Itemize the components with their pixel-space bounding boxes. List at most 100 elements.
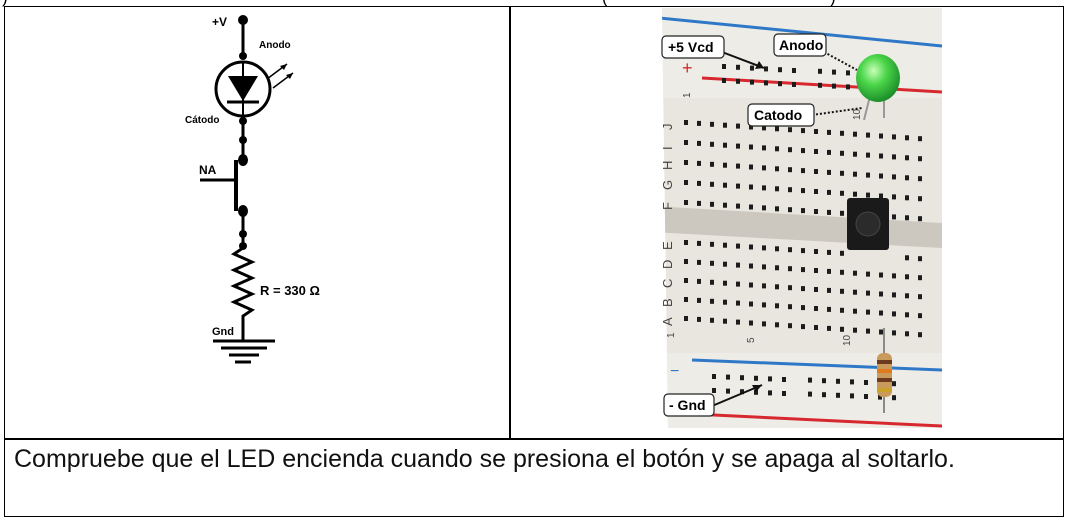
breadboard-hole — [749, 301, 753, 307]
breadboard-hole — [892, 134, 896, 140]
breadboard-hole — [801, 128, 805, 134]
breadboard-hole — [723, 242, 727, 248]
breadboard-hole — [754, 375, 758, 381]
breadboard-hole — [905, 155, 909, 161]
breadboard-hole — [905, 195, 909, 201]
breadboard-hole — [879, 193, 883, 199]
breadboard-hole — [697, 200, 701, 206]
breadboard-hole — [918, 216, 922, 222]
breadboard-hole — [736, 281, 740, 287]
breadboard-hole — [801, 286, 805, 292]
breadboard-hole — [814, 325, 818, 330]
green-led — [856, 54, 900, 102]
breadboard-hole — [853, 289, 857, 295]
breadboard-hole — [710, 141, 714, 147]
breadboard-hole — [788, 147, 792, 153]
breadboard-hole — [684, 200, 688, 205]
supply-callout: +5 Vcd — [668, 39, 714, 55]
breadboard-hole — [710, 279, 714, 285]
breadboard-hole — [788, 323, 792, 329]
breadboard-hole — [762, 145, 766, 151]
breadboard-hole — [879, 310, 883, 316]
breadboard-hole — [905, 255, 909, 261]
breadboard-hole — [846, 84, 850, 90]
breadboard-hole — [892, 292, 896, 298]
breadboard-hole — [736, 203, 740, 209]
breadboard-hole — [778, 81, 782, 87]
breadboard-hole — [846, 70, 850, 76]
supply-label: +V — [212, 15, 227, 29]
breadboard-hole — [710, 298, 714, 304]
breadboard-hole — [918, 256, 922, 262]
breadboard-hole — [818, 68, 822, 74]
cathode-label: Cátodo — [185, 115, 219, 126]
breadboard-hole — [814, 287, 818, 292]
breadboard-hole — [775, 322, 779, 328]
breadboard-hole — [723, 142, 727, 148]
breadboard-hole — [814, 249, 818, 254]
breadboard-hole — [801, 248, 805, 254]
column-number: 1 — [682, 92, 693, 98]
breadboard-hole — [918, 313, 922, 319]
breadboard-hole — [749, 204, 753, 210]
breadboard-hole — [697, 316, 701, 322]
breadboard-hole — [905, 175, 909, 181]
breadboard-hole — [879, 133, 883, 139]
breadboard-hole — [788, 167, 792, 173]
breadboard-hole — [764, 80, 768, 86]
breadboard-hole — [892, 381, 896, 387]
breadboard-hole — [723, 299, 727, 305]
breadboard-hole — [736, 64, 740, 70]
breadboard-hole — [684, 120, 688, 125]
row-letter: G — [660, 180, 675, 190]
breadboard-hole — [684, 240, 688, 245]
breadboard-hole — [822, 392, 826, 398]
breadboard-hole — [840, 250, 844, 256]
table-row-divider — [4, 438, 1064, 440]
breadboard-hole — [892, 194, 896, 200]
instruction-caption: Compruebe que el LED encienda cuando se … — [14, 445, 955, 473]
breadboard-hole — [710, 241, 714, 247]
breadboard-hole — [879, 272, 883, 278]
breadboard-hole — [723, 202, 727, 208]
row-letter: D — [660, 260, 675, 269]
breadboard-hole — [853, 327, 857, 333]
breadboard-hole — [827, 129, 831, 135]
breadboard-hole — [697, 278, 701, 284]
breadboard-hole — [892, 154, 896, 160]
breadboard-hole — [866, 152, 870, 158]
ground-callout: - Gnd — [669, 397, 706, 413]
breadboard-hole — [892, 395, 896, 401]
breadboard-hole — [749, 263, 753, 269]
breadboard-hole — [749, 320, 753, 326]
breadboard-hole — [840, 130, 844, 136]
row-letter: B — [660, 298, 675, 307]
breadboard-hole — [712, 374, 716, 379]
row-letter: E — [660, 241, 675, 250]
breadboard-hole — [905, 135, 909, 141]
cropped-previous-line: ) ( ) — [0, 0, 1067, 8]
breadboard-hole — [853, 171, 857, 177]
breadboard-hole — [684, 259, 688, 264]
breadboard-hole — [918, 176, 922, 182]
breadboard-hole — [762, 245, 766, 251]
breadboard-hole — [788, 207, 792, 213]
led-button-schematic: +V Anodo Cátodo NA R = 330 Ω Gnd — [185, 15, 320, 364]
cropped-text-right-close: ) — [830, 0, 836, 8]
breadboard-hole — [723, 182, 727, 188]
breadboard-hole — [722, 78, 726, 83]
breadboard-hole — [818, 82, 822, 88]
breadboard-hole — [788, 266, 792, 272]
ground-label: Gnd — [212, 326, 234, 338]
breadboard-hole — [768, 376, 772, 382]
breadboard-hole — [762, 321, 766, 327]
breadboard-hole — [801, 188, 805, 194]
breadboard-hole — [712, 388, 716, 393]
breadboard-hole — [814, 268, 818, 273]
breadboard-hole — [697, 140, 701, 146]
breadboard-hole — [736, 183, 740, 189]
breadboard-hole — [918, 294, 922, 300]
breadboard-hole — [684, 140, 688, 145]
breadboard-hole — [749, 282, 753, 288]
